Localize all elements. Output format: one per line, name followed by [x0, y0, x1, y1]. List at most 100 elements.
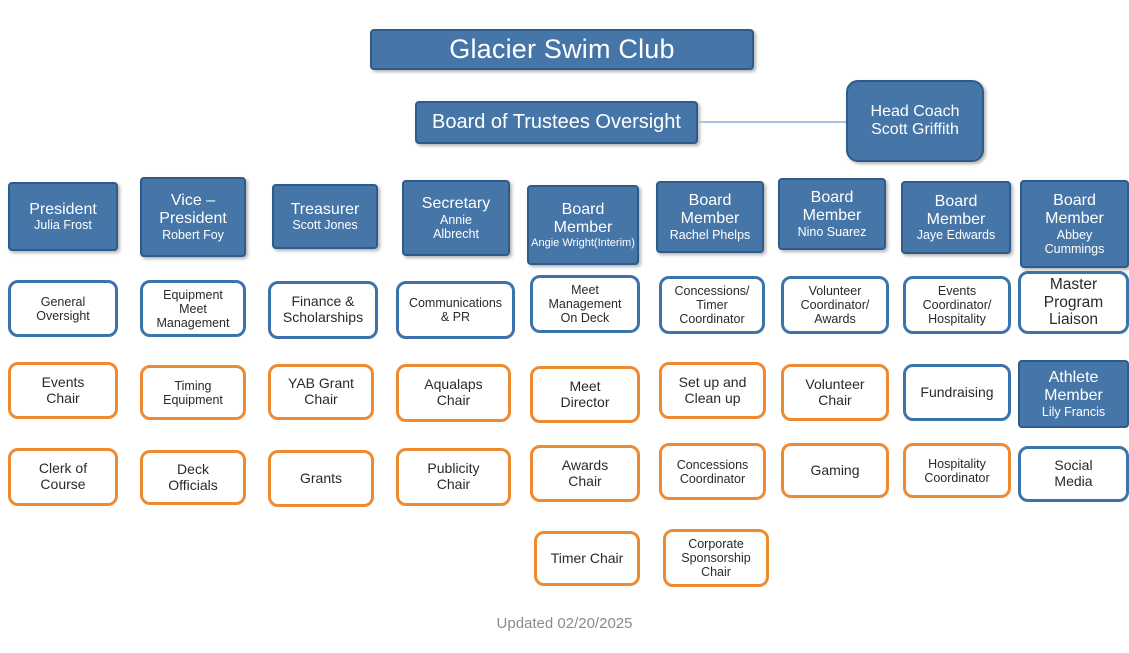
officer-role: Secretary	[421, 195, 491, 213]
role-box-clerk-of-course: Clerk of Course	[8, 448, 118, 506]
duty-line3: Hospitality	[928, 312, 986, 326]
role-line1: YAB Grant	[288, 375, 354, 392]
duty-line2: & PR	[440, 310, 471, 324]
officer-role-line2: Member	[1045, 210, 1104, 227]
officer-box-board-member-1: Board Member Angie Wright(Interim)	[527, 185, 639, 265]
officer-role-line1: Board	[934, 192, 978, 210]
officer-role-line2: President	[159, 210, 227, 227]
role-line2: Coordinator	[924, 470, 990, 485]
role-box-timer-chair: Timer Chair	[534, 531, 640, 586]
head-coach-name: Scott Griffith	[871, 121, 959, 138]
org-title-text: Glacier Swim Club	[449, 34, 675, 65]
role-box-hospitality-coordinator: Hospitality Coordinator	[903, 443, 1011, 498]
officer-role-line1: Board	[810, 189, 854, 207]
officer-name: Julia Frost	[34, 218, 92, 233]
officer-role: Treasurer	[290, 200, 360, 218]
role-line1: Publicity	[427, 460, 480, 477]
role-line1: Athlete	[1048, 369, 1099, 387]
role-line1: Volunteer	[805, 375, 865, 392]
duty-line2: Scholarships	[282, 309, 364, 325]
role-box-athlete-member: Athlete Member Lily Francis	[1018, 360, 1129, 428]
officer-box-board-member-5: Board Member Abbey Cummings	[1020, 180, 1129, 268]
officer-box-vice-president: Vice – President Robert Foy	[140, 177, 246, 257]
role-line2: Chair	[436, 392, 471, 408]
role-line1: Timer Chair	[550, 549, 624, 566]
role-line2: Course	[40, 476, 86, 492]
duty-line3: On Deck	[560, 311, 610, 325]
role-line2: Chair	[46, 389, 80, 406]
role-line1: Concessions	[676, 457, 749, 472]
duty-line3: Awards	[814, 312, 856, 326]
role-line1: Meet	[569, 377, 601, 394]
duty-line2: Coordinator/	[800, 298, 870, 312]
role-line1: Fundraising	[920, 383, 994, 400]
duty-line1: General	[40, 294, 86, 309]
officer-name: Robert Foy	[162, 227, 224, 242]
duty-line1: Equipment	[163, 287, 223, 302]
role-box-meet-director: Meet Director	[530, 366, 640, 423]
officer-role-line2: Member	[926, 210, 986, 228]
board-of-trustees-text: Board of Trustees Oversight	[431, 111, 681, 134]
officer-role-line1: Board	[688, 192, 732, 210]
role-box-fundraising: Fundraising	[903, 364, 1011, 421]
role-box-awards-chair: Awards Chair	[530, 445, 640, 502]
officer-name-line1: Abbey	[1056, 227, 1093, 242]
org-title-box: Glacier Swim Club	[370, 29, 754, 70]
duty-line3: Coordinator	[679, 312, 745, 326]
role-box-publicity-chair: Publicity Chair	[396, 448, 511, 506]
officer-role-line2: Member	[553, 218, 613, 236]
duty-line2: Program	[1043, 293, 1104, 311]
officer-role-line2: Member	[802, 207, 862, 224]
officer-role-line1: Board	[1053, 192, 1096, 210]
officer-name-line2: Albrecht	[433, 226, 479, 241]
duty-box-equipment-meet-management: Equipment Meet Management	[140, 280, 246, 337]
officer-role: President	[29, 200, 97, 218]
role-box-set-up-and-clean-up: Set up and Clean up	[659, 362, 766, 419]
officer-name: Jaye Edwards	[916, 228, 996, 243]
role-box-aqualaps-chair: Aqualaps Chair	[396, 364, 511, 422]
role-line1: Grants	[299, 469, 342, 486]
role-line1: Clerk of	[38, 460, 88, 477]
officer-name: Scott Jones	[292, 218, 358, 233]
officer-role-line1: Board	[561, 200, 605, 218]
role-box-events-chair: Events Chair	[8, 362, 118, 419]
role-line2: Coordinator	[679, 471, 746, 486]
athlete-member-name: Lily Francis	[1041, 404, 1106, 419]
duty-box-master-program-liaison: Master Program Liaison	[1018, 271, 1129, 334]
duty-line2: Coordinator/	[922, 298, 992, 312]
role-line1: Events	[41, 373, 85, 390]
officer-name-line2: Cummings	[1044, 241, 1105, 256]
duty-box-concessions-timer-coordinator: Concessions/ Timer Coordinator	[659, 276, 765, 334]
role-line2: Member	[1044, 387, 1103, 404]
duty-line2: Oversight	[36, 308, 90, 323]
role-line2: Chair	[568, 472, 602, 489]
duty-box-volunteer-coordinator-awards: Volunteer Coordinator/ Awards	[781, 276, 889, 334]
role-line2: Equipment	[163, 392, 223, 407]
duty-line3: Liaison	[1048, 311, 1099, 329]
duty-line2: Management	[548, 297, 622, 311]
officer-box-president: President Julia Frost	[8, 182, 118, 251]
officer-name: Rachel Phelps	[669, 227, 751, 242]
role-line2: Chair	[304, 391, 338, 407]
role-line2: Chair	[818, 391, 852, 408]
officer-role-line1: Vice –	[170, 192, 216, 210]
duty-line1: Finance &	[291, 293, 355, 310]
role-line1: Deck	[177, 460, 209, 477]
duty-line1: Volunteer	[808, 284, 862, 298]
duty-line3: Management	[156, 315, 230, 330]
duty-box-meet-management-on-deck: Meet Management On Deck	[530, 275, 640, 333]
role-line2: Chair	[436, 476, 471, 492]
officer-box-board-member-2: Board Member Rachel Phelps	[656, 181, 764, 253]
officer-box-secretary: Secretary Annie Albrecht	[402, 180, 510, 256]
officer-box-board-member-3: Board Member Nino Suarez	[778, 178, 886, 250]
role-line1: Timing	[174, 378, 212, 393]
officer-name-line1: Annie	[440, 212, 472, 227]
officer-role-line2: Member	[680, 210, 740, 227]
duty-box-communications-pr: Communications & PR	[396, 281, 515, 339]
duty-line1: Events	[937, 284, 977, 298]
role-line2: Director	[560, 393, 610, 410]
updated-note: Updated 02/20/2025	[496, 615, 633, 632]
role-box-corporate-sponsorship-chair: Corporate Sponsorship Chair	[663, 529, 769, 587]
head-coach-role: Head Coach	[870, 103, 960, 121]
